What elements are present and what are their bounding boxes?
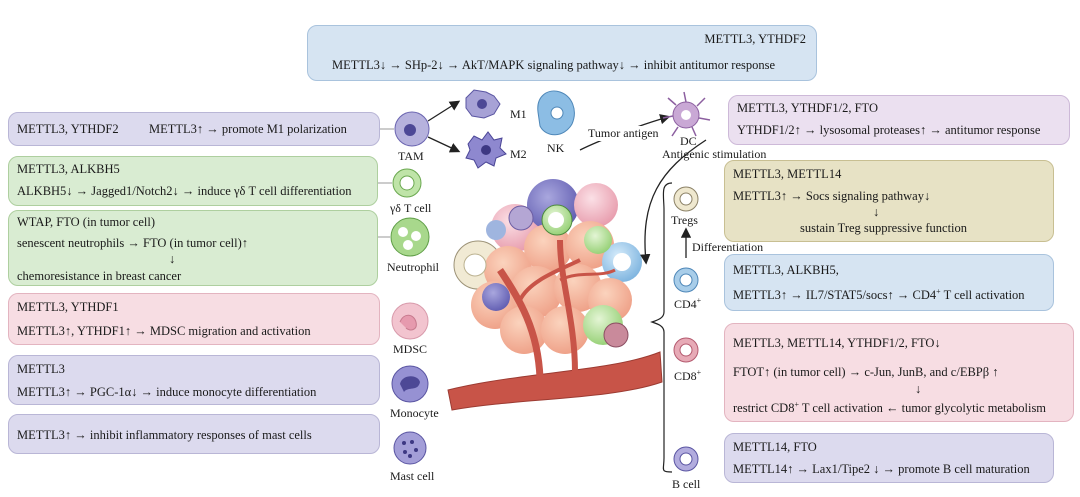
neutrophil-box-title: WTAP, FTO (in tumor cell) [17, 215, 155, 229]
cd4-box: METTL3, ALKBH5, METTL3↑ → IL7/STAT5/socs… [724, 254, 1054, 311]
cd4-cell [673, 267, 699, 293]
monocyte-box: METTL3 METTL3↑ → PGC-1α↓ → induce monocy… [8, 355, 380, 405]
mdsc-box: METTL3, YTHDF1 METTL3↑, YTHDF1↑ → MDSC m… [8, 293, 380, 345]
cd8-box-arrow: ↓ [915, 382, 922, 396]
monocyte-box-text: METTL3↑ → PGC-1α↓ → induce monocyte diff… [17, 385, 317, 399]
neutrophil-box-line1: senescent neutrophils → FTO (in tumor ce… [17, 236, 248, 250]
m1-macrophage [465, 89, 501, 119]
cd8-box-line1: FTOT↑ (in tumor cell) → c-Jun, JunB, and… [733, 365, 999, 379]
gd-t-cell-label: γδ T cell [390, 201, 432, 215]
cd8-label: CD8+ [674, 368, 702, 383]
tam-box-title: METTL3, YTHDF2 [17, 122, 119, 136]
tregs-label: Tregs [671, 213, 698, 227]
treg-box: METTL3, METTL14 METTL3↑ → Socs signaling… [724, 160, 1054, 242]
treg-box-line2: sustain Treg suppressive function [800, 221, 968, 235]
treg-box-arrow: ↓ [873, 205, 880, 219]
dc-box: METTL3, YTHDF1/2, FTO YTHDF1/2↑ → lysoso… [728, 95, 1070, 145]
cd8-box-line2: restrict CD8+ T cell activation ← tumor … [733, 400, 1047, 416]
neutrophil-box-arrow: ↓ [169, 252, 176, 266]
neutrophil-box-line2: chemoresistance in breast cancer [17, 269, 182, 283]
cd8-box-title: METTL3, METTL14, YTHDF1/2, FTO↓ [733, 336, 941, 350]
tam-label: TAM [398, 149, 424, 163]
m2-label: M2 [510, 147, 527, 161]
mdsc-box-text: METTL3↑, YTHDF1↑ → MDSC migration and ac… [17, 324, 311, 338]
blood-vessel [447, 239, 663, 411]
antigenic-stimulation-label: Antigenic stimulation [662, 147, 767, 161]
gd-t-cell [392, 168, 422, 198]
gd-box: METTL3, ALKBH5 ALKBH5↓ → Jagged1/Notch2↓… [8, 156, 378, 206]
cd4-box-title: METTL3, ALKBH5, [733, 263, 839, 277]
top-mechanism-box: METTL3, YTHDF2 METTL3↓ → SHp-2↓ → AkT/MA… [307, 25, 817, 81]
differentiation-label: Differentiation [692, 240, 764, 254]
neutrophil-cell [390, 217, 430, 257]
treg-box-title: METTL3, METTL14 [733, 167, 842, 181]
nk-cell [537, 90, 575, 136]
tam-box: METTL3, YTHDF2 METTL3↑ → promote M1 pola… [8, 112, 380, 146]
neutrophil-box: WTAP, FTO (in tumor cell) senescent neut… [8, 210, 378, 286]
cd8-cell [673, 337, 699, 363]
dc-cell [662, 91, 711, 137]
tam-cell [394, 111, 430, 147]
monocyte-cell [391, 365, 429, 403]
mdsc-label: MDSC [393, 342, 428, 356]
nk-label: NK [547, 141, 565, 155]
tam-box-text: METTL3↑ → promote M1 polarization [149, 122, 347, 136]
tumor-mass [453, 179, 642, 354]
treg-cell [673, 186, 699, 212]
cd4-box-text: METTL3↑ → IL7/STAT5/socs↑ → CD4+ T cell … [733, 287, 1025, 303]
bcell-box-title: METTL14, FTO [733, 440, 817, 454]
dc-label: DC [680, 134, 697, 148]
mdsc-box-title: METTL3, YTHDF1 [17, 300, 119, 314]
m2-macrophage [465, 131, 507, 169]
bcell-box-text: METTL14↑ → Lax1/Tipe2 ↓ → promote B cell… [733, 462, 1030, 476]
mast-cell [393, 431, 427, 465]
mast-cell-label: Mast cell [390, 469, 435, 483]
gd-box-title: METTL3, ALKBH5 [17, 162, 120, 176]
tumor-antigen-label: Tumor antigen [588, 126, 659, 141]
neutrophil-label: Neutrophil [387, 260, 439, 274]
gd-box-text: ALKBH5↓ → Jagged1/Notch2↓ → induce γδ T … [17, 184, 352, 198]
mast-box-text: METTL3↑ → inhibit inflammatory responses… [17, 428, 312, 442]
cd4-label: CD4+ [674, 296, 702, 311]
monocyte-box-title: METTL3 [17, 362, 65, 376]
top-box-text: METTL3↓ → SHp-2↓ → AkT/MAPK signaling pa… [332, 58, 776, 72]
bcell-box: METTL14, FTO METTL14↑ → Lax1/Tipe2 ↓ → p… [724, 433, 1054, 483]
b-cell-label: B cell [672, 477, 701, 491]
m1-label: M1 [510, 107, 527, 121]
mdsc-cell [391, 302, 429, 340]
dc-box-title: METTL3, YTHDF1/2, FTO [737, 101, 878, 115]
dc-box-text: YTHDF1/2↑ → lysosomal proteases↑ → antit… [737, 123, 1041, 137]
monocyte-label: Monocyte [390, 406, 439, 420]
treg-box-line1: METTL3↑ → Socs signaling pathway↓ [733, 189, 931, 203]
cd8-box: METTL3, METTL14, YTHDF1/2, FTO↓ FTOT↑ (i… [724, 323, 1074, 422]
b-cell [673, 446, 699, 472]
mast-box: METTL3↑ → inhibit inflammatory responses… [8, 414, 380, 454]
top-box-title: METTL3, YTHDF2 [704, 32, 806, 46]
